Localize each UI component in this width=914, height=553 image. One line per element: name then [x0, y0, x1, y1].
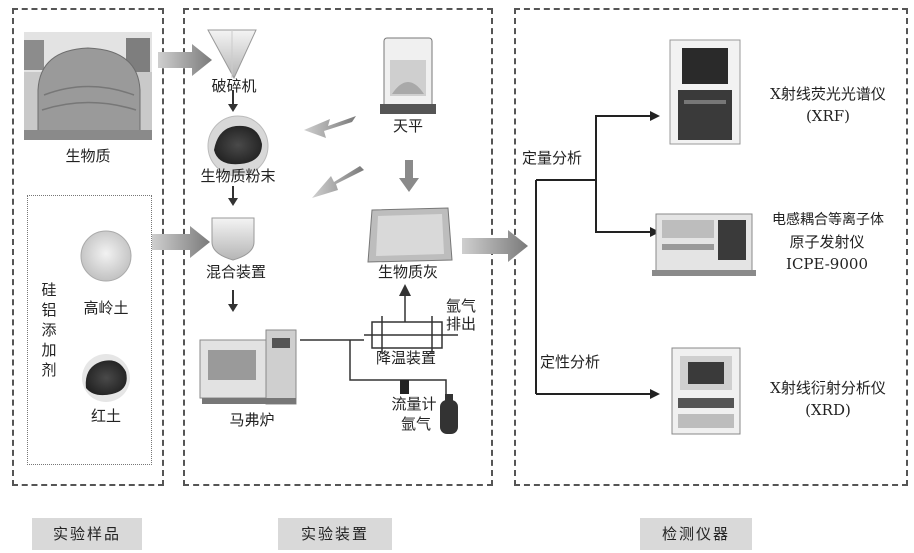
qualitative-analysis-label: 定性分析	[540, 354, 600, 371]
crusher-label: 破碎机	[204, 78, 264, 95]
xrd-name-label: X射线衍射分析仪	[748, 380, 908, 397]
additive-label: 硅铝添加剂	[40, 280, 58, 380]
muffle-furnace-icon	[200, 330, 296, 404]
kaolin-label: 高岭土	[74, 300, 138, 317]
icp-code-label: ICPE-9000	[752, 256, 902, 273]
mixer-icon	[212, 218, 254, 260]
cooling-device-label: 降温装置	[364, 350, 448, 367]
biomass-ash-icon	[368, 208, 452, 262]
quantitative-analysis-label: 定量分析	[522, 150, 582, 167]
arrow-balance-to-powder	[304, 116, 356, 138]
icp-instrument-icon	[652, 214, 756, 276]
xrd-code-label: (XRD)	[748, 402, 908, 419]
arrow-cooling-to-ash	[399, 284, 411, 296]
balance-label: 天平	[380, 118, 436, 135]
flowmeter-label: 流量计	[386, 396, 442, 413]
xrf-instrument-icon	[670, 40, 740, 144]
footer-apparatus: 实验装置	[278, 518, 392, 550]
balance-icon	[380, 38, 436, 114]
kaolin-photo	[81, 231, 131, 281]
biomass-label: 生物质	[56, 148, 120, 165]
arrow-balance-to-mixer	[312, 166, 364, 198]
flowmeter-icon	[400, 380, 409, 394]
argon-exhaust-label-2: 排出	[446, 316, 476, 333]
mixer-label: 混合装置	[196, 264, 276, 281]
icp-name-label-2: 原子发射仪	[752, 234, 902, 251]
biomass-powder-label: 生物质粉末	[188, 168, 288, 185]
red-clay-label: 红土	[74, 408, 138, 425]
arrow-additive-to-mixer	[152, 226, 210, 258]
arrow-balance-to-ash	[399, 160, 419, 192]
xrf-code-label: (XRF)	[748, 108, 908, 125]
muffle-furnace-label: 马弗炉	[212, 412, 292, 429]
gas-lines	[300, 296, 446, 398]
arrow-biomass-to-crusher	[158, 44, 212, 76]
argon-exhaust-label-1: 氩气	[446, 298, 476, 315]
arrow-ash-to-instruments	[462, 230, 528, 262]
xrd-instrument-icon	[672, 348, 740, 434]
icp-name-label-1: 电感耦合等离子体	[744, 212, 912, 228]
crusher-icon	[208, 30, 256, 78]
biomass-ash-label: 生物质灰	[366, 264, 450, 281]
red-clay-photo	[82, 354, 130, 402]
argon-cylinder-icon	[440, 394, 458, 434]
footer-samples: 实验样品	[32, 518, 142, 550]
argon-label: 氩气	[396, 416, 436, 433]
biomass-photo	[24, 32, 152, 140]
xrf-name-label: X射线荧光光谱仪	[748, 86, 908, 103]
footer-instruments: 检测仪器	[640, 518, 752, 550]
